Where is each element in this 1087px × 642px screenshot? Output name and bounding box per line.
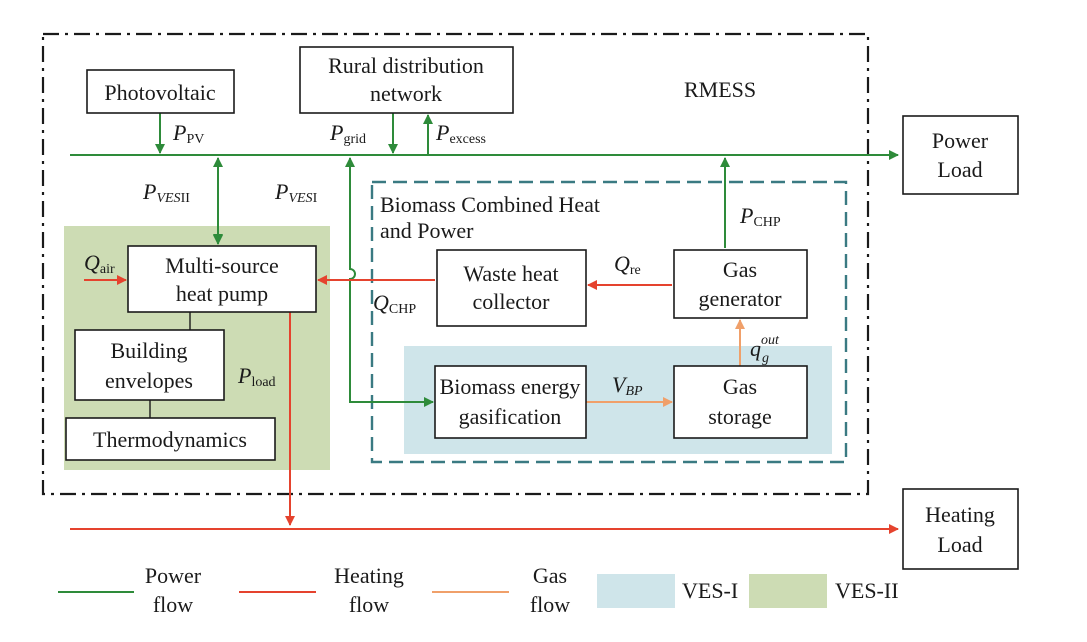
label-p-pv: PPV (172, 120, 204, 147)
legend-power-label-line1: Power (145, 563, 202, 588)
svg-text:Waste heat: Waste heat (463, 261, 558, 286)
svg-text:Rural distribution: Rural distribution (328, 53, 484, 78)
heat-pump-box: Multi-source heat pump (127, 245, 317, 313)
svg-text:envelopes: envelopes (105, 368, 193, 393)
label-p-grid: Pgrid (329, 120, 366, 147)
biomass-chp-label-line1: Biomass Combined Heat (380, 192, 600, 217)
svg-text:generator: generator (698, 286, 782, 311)
legend-ves1-label: VES-I (682, 578, 738, 603)
svg-text:Load: Load (937, 157, 982, 182)
power-load-box: Power Load (902, 115, 1019, 195)
svg-text:Gas: Gas (723, 374, 757, 399)
legend-heating-label-line1: Heating (334, 563, 404, 588)
rmess-label: RMESS (684, 77, 756, 102)
thermodynamics-box: Thermodynamics (65, 417, 276, 461)
svg-text:collector: collector (473, 289, 551, 314)
svg-text:network: network (370, 81, 442, 106)
label-p-chp: PCHP (739, 203, 781, 230)
label-q-re: Qre (614, 251, 641, 278)
legend-ves1-swatch (597, 574, 675, 608)
photovoltaic-box: Photovoltaic (86, 69, 235, 114)
biomass-chp-label-line2: and Power (380, 218, 474, 243)
label-p-excess: Pexcess (435, 120, 486, 147)
label-p-ves2: PVESII (142, 179, 190, 206)
label-p-ves1: PVESI (274, 179, 318, 206)
label-p-load: Pload (237, 363, 276, 390)
biomass-chp-region (370, 180, 848, 464)
svg-text:Thermodynamics: Thermodynamics (93, 427, 247, 452)
building-envelopes-box: Building envelopes (74, 329, 225, 401)
heating-load-box: Heating Load (902, 488, 1019, 570)
svg-text:Biomass energy: Biomass energy (440, 374, 581, 399)
legend-gas-label-line1: Gas (533, 563, 567, 588)
svg-text:Building: Building (110, 338, 187, 363)
legend-power-label-line2: flow (153, 592, 193, 617)
label-q-g-out: qgout (750, 333, 780, 366)
waste-heat-box: Waste heat collector (436, 249, 587, 327)
legend: Power flow Heating flow Gas flow VES-I V… (58, 563, 899, 617)
svg-text:Photovoltaic: Photovoltaic (104, 80, 215, 105)
svg-text:storage: storage (708, 404, 772, 429)
label-q-chp: QCHP (373, 290, 416, 317)
legend-gas-label-line2: flow (530, 592, 570, 617)
biomass-gasification-box: Biomass energy gasification (434, 365, 587, 439)
legend-ves2-label: VES-II (835, 578, 899, 603)
rural-network-box: Rural distribution network (299, 46, 514, 114)
svg-text:Heating: Heating (925, 502, 995, 527)
svg-text:gasification: gasification (459, 404, 562, 429)
legend-heating-label-line2: flow (349, 592, 389, 617)
svg-text:Load: Load (937, 532, 982, 557)
svg-text:Gas: Gas (723, 257, 757, 282)
svg-text:Multi-source: Multi-source (165, 253, 279, 278)
gas-generator-box: Gas generator (673, 249, 808, 319)
svg-text:Power: Power (932, 128, 989, 153)
svg-text:heat pump: heat pump (176, 281, 268, 306)
label-v-bp: VBP (612, 372, 643, 399)
label-q-air: Qair (84, 250, 115, 277)
rmess-frame (41, 32, 870, 496)
legend-ves2-swatch (749, 574, 827, 608)
gas-storage-box: Gas storage (673, 365, 808, 439)
